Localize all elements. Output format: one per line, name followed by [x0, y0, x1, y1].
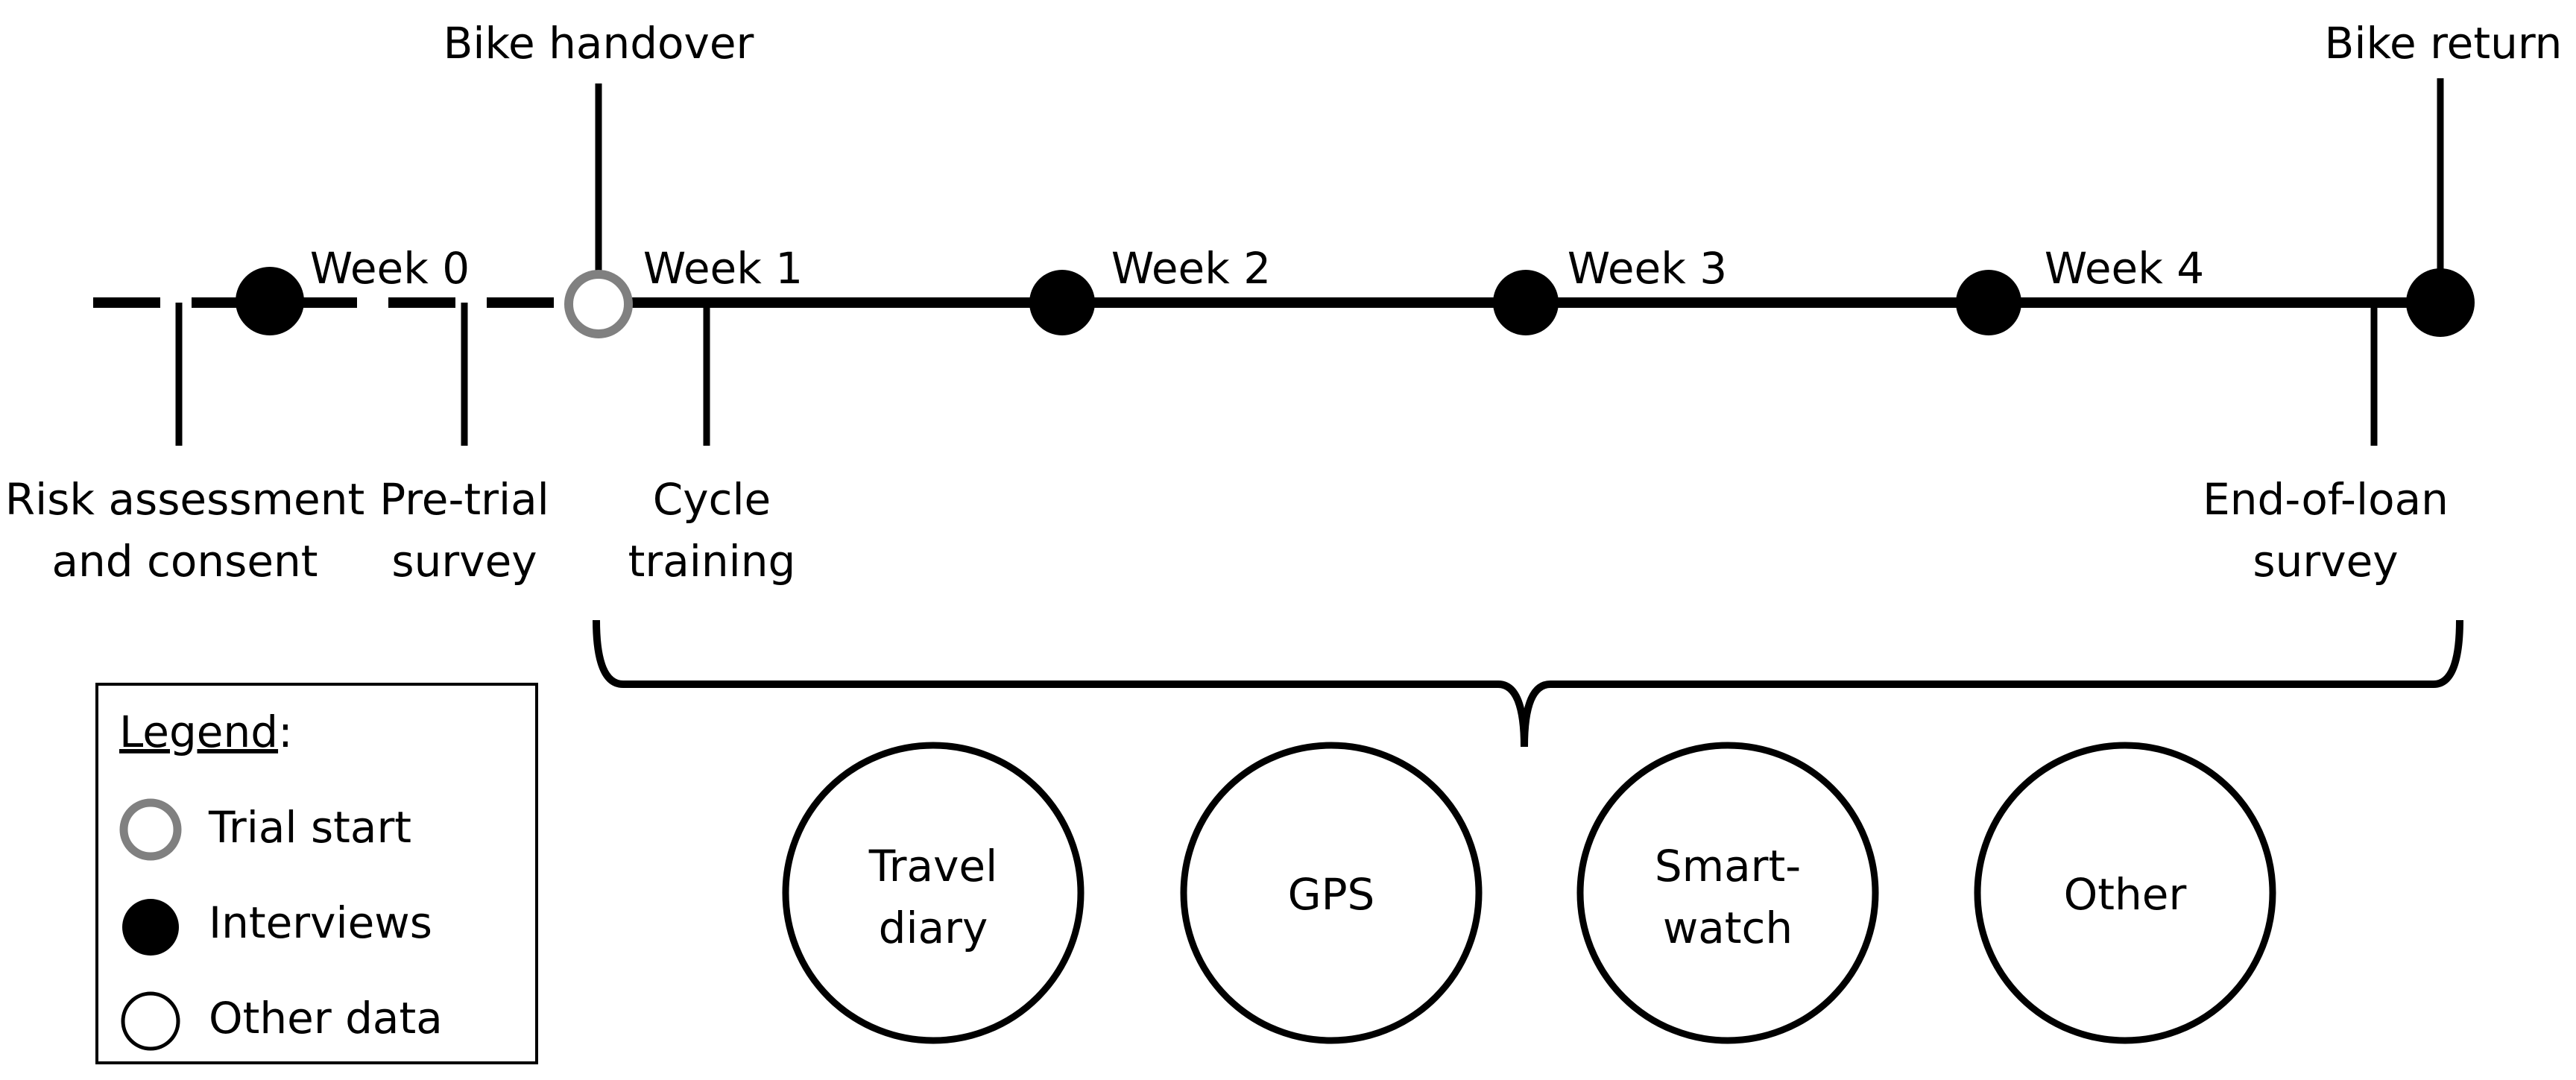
interview-node-week2 [1029, 270, 1095, 335]
week-label-1: Week 1 [643, 243, 803, 294]
legend-trial-start-label: Trial start [208, 802, 411, 853]
pre-trial-label-line1: Pre-trial [379, 474, 549, 525]
legend: Legend: Trial start Interviews Other dat… [95, 683, 538, 1064]
trial-period-brace [593, 619, 2463, 748]
legend-interviews-icon [122, 899, 179, 956]
week-label-4: Week 4 [2045, 243, 2204, 294]
travel-diary-circle [782, 742, 1085, 1044]
legend-title-colon: : [278, 707, 293, 757]
pre-trial-label-line2: survey [391, 536, 537, 587]
gps-label: GPS [1288, 869, 1375, 920]
cycle-training-label-line1: Cycle [653, 474, 771, 525]
travel-diary-label-line2: diary [879, 903, 988, 953]
legend-interviews-label: Interviews [209, 897, 432, 948]
smartwatch-label-line1: Smart- [1655, 841, 1801, 891]
smartwatch-circle [1576, 742, 1879, 1044]
legend-trial-start-icon [119, 798, 182, 861]
end-of-loan-label-line2: survey [2253, 536, 2398, 587]
risk-assessment-label-line1: Risk assessment [5, 474, 364, 525]
bike-return-label: Bike return [2325, 18, 2563, 69]
end-of-loan-label-line1: End-of-loan [2203, 474, 2449, 525]
gps-circle [1180, 742, 1483, 1044]
week-label-3: Week 3 [1568, 243, 1727, 294]
interview-node-end [2406, 268, 2475, 337]
interview-node-week0 [236, 267, 304, 335]
week-label-2: Week 2 [1111, 243, 1271, 294]
cycle-training-label-line2: training [628, 536, 796, 587]
travel-diary-label-line1: Travel [868, 841, 997, 891]
interview-node-week3 [1493, 270, 1559, 335]
bike-handover-label: Bike handover [443, 18, 754, 69]
week-label-0: Week 0 [310, 243, 470, 294]
smartwatch-label-line2: watch [1663, 903, 1793, 953]
risk-assessment-label-line2: and consent [51, 536, 318, 587]
interview-node-week4 [1956, 270, 2021, 335]
legend-title: Legend [119, 707, 278, 757]
trial-start-node [564, 270, 633, 338]
other-label: Other [2064, 869, 2187, 920]
legend-title-line: Legend: [119, 707, 293, 757]
legend-other-data-label: Other data [209, 993, 443, 1043]
other-circle [1974, 742, 2276, 1044]
legend-other-data-icon [121, 991, 180, 1051]
